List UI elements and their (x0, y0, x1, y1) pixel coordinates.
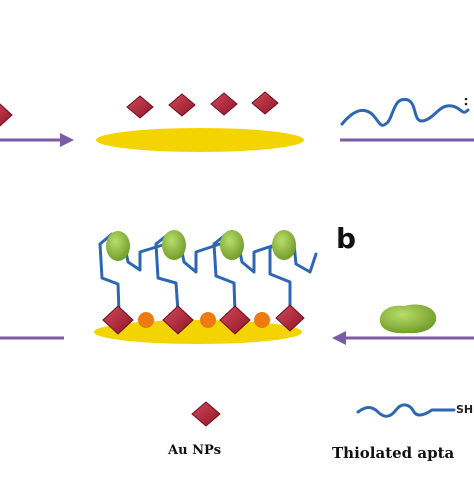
thiol-group-label: SH (456, 403, 474, 416)
gold-nanoparticle-icon (0, 103, 13, 127)
target-molecule-icon (162, 230, 186, 260)
gold-nanoparticle-icon (210, 92, 238, 116)
gold-nanoparticle-icon (275, 304, 305, 332)
gold-nanoparticle-icon (126, 95, 154, 119)
panel-label: b (336, 222, 357, 255)
step1-group (0, 103, 74, 147)
step6-group (332, 304, 474, 345)
arrow-left-head (332, 331, 346, 345)
legend-aptamer-label: Thiolated apta (332, 444, 455, 462)
gold-nanoparticle-icon (219, 305, 251, 335)
gold-nanoparticle-icon (191, 401, 221, 427)
aptamer-strand-icon (340, 97, 470, 127)
gold-nanoparticle-icon (102, 305, 134, 335)
gold-nanoparticle-icon (162, 305, 194, 335)
target-molecule-icon (220, 230, 244, 260)
spacer-beads (138, 312, 270, 328)
legend-au-label: Au NPs (168, 443, 222, 458)
step3-group (340, 97, 474, 142)
gold-nanoparticle-icon (251, 91, 279, 115)
target-molecule-icon (379, 304, 437, 334)
step2-group (96, 91, 304, 152)
legend (191, 401, 456, 427)
aptamer-strand-icon (356, 403, 456, 418)
arrow-right-head (60, 133, 74, 147)
target-molecule-icon (272, 230, 296, 260)
gold-nanoparticle-icon (168, 93, 196, 117)
substrate (96, 128, 304, 152)
bound-targets (106, 230, 296, 261)
target-molecule-icon (106, 231, 130, 261)
assembly-nanoparticles (102, 304, 305, 335)
assembly-group (94, 230, 318, 344)
